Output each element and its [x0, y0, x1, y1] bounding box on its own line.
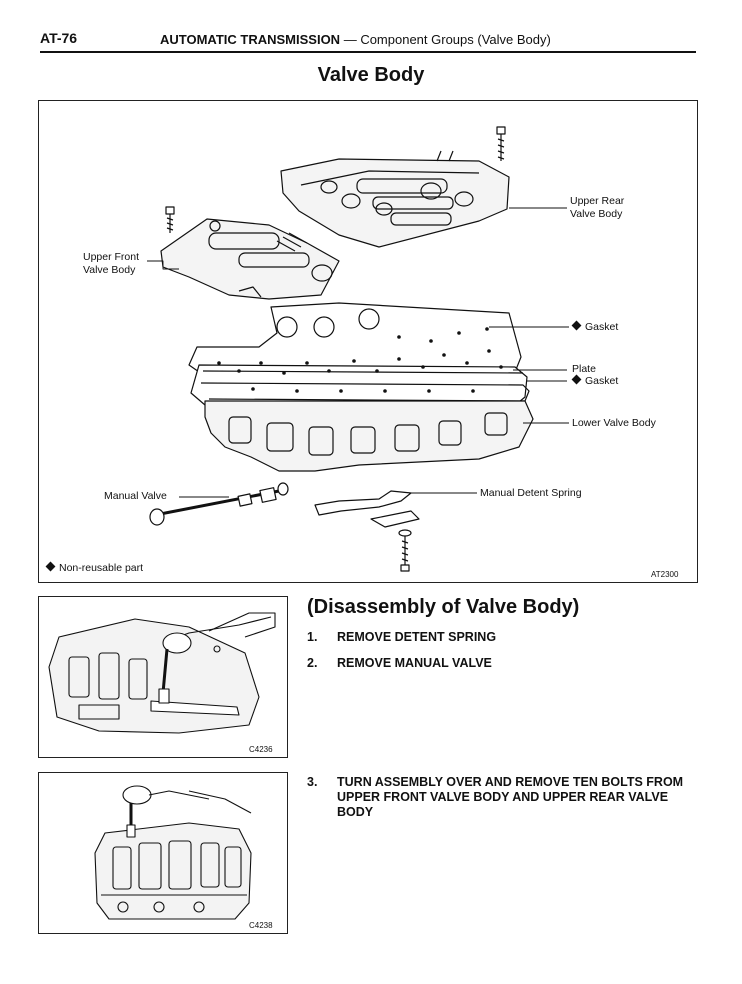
step-number: 3.	[307, 775, 318, 789]
label-gasket-bottom: Gasket	[571, 374, 618, 388]
step-number: 1.	[307, 630, 318, 644]
label-plate: Plate	[572, 363, 596, 375]
label-manual-valve: Manual Valve	[104, 490, 167, 502]
label-upper-rear-valve-body: Upper Rear Valve Body	[570, 195, 625, 220]
label-upper-front-valve-body: Upper Front Valve Body	[83, 251, 140, 276]
detent-spring-removal-figure: C4236	[38, 596, 288, 758]
step-number: 2.	[307, 656, 318, 670]
manual-detent-spring-drawing	[314, 490, 420, 528]
diamond-icon	[571, 374, 582, 385]
step-text: TURN ASSEMBLY OVER AND REMOVE TEN BOLTS …	[337, 775, 684, 819]
running-head-section: AUTOMATIC TRANSMISSION	[160, 32, 341, 47]
page-number: AT-76	[40, 30, 78, 46]
lower-valve-body-drawing	[204, 400, 534, 472]
bolt-front-drawing	[165, 206, 175, 233]
label-gasket-top: Gasket	[571, 320, 618, 334]
figure-code: AT2300	[651, 570, 679, 579]
label-manual-detent-spring: Manual Detent Spring	[480, 487, 582, 499]
valve-body-drawing	[147, 126, 569, 572]
gasket-bottom-drawing	[200, 382, 530, 402]
page-title: Valve Body	[317, 64, 425, 86]
bolt-spring-drawing	[398, 529, 412, 572]
manual-valve-drawing	[149, 482, 289, 526]
upper-front-valve-body-drawing	[160, 218, 340, 300]
non-reusable-legend: Non-reusable part	[45, 561, 143, 574]
step-text: REMOVE MANUAL VALVE	[337, 656, 492, 670]
running-head: AUTOMATIC TRANSMISSION — Component Group…	[160, 32, 551, 47]
section-title: (Disassembly of Valve Body)	[307, 596, 580, 618]
leader-lines	[147, 207, 569, 498]
running-head-subsection: — Component Groups (Valve Body)	[343, 32, 551, 47]
bolt-removal-figure: C4238	[38, 772, 288, 934]
bolt-rear-drawing	[496, 126, 506, 161]
diamond-icon	[45, 561, 56, 572]
bolt-removal-drawing	[94, 785, 252, 920]
upper-rear-valve-body-drawing	[280, 150, 510, 248]
header-rule	[40, 51, 696, 53]
plate-holes-drawing	[217, 327, 503, 393]
figure-2-code: C4238	[249, 921, 273, 930]
label-lower-valve-body: Lower Valve Body	[572, 417, 656, 429]
detent-spring-removal-drawing	[48, 612, 276, 734]
diamond-icon	[571, 320, 582, 331]
figure-1-code: C4236	[249, 745, 273, 754]
valve-body-exploded-figure: Upper Rear Valve Body Upper Front Valve …	[38, 100, 698, 583]
step-text: REMOVE DETENT SPRING	[337, 630, 497, 644]
